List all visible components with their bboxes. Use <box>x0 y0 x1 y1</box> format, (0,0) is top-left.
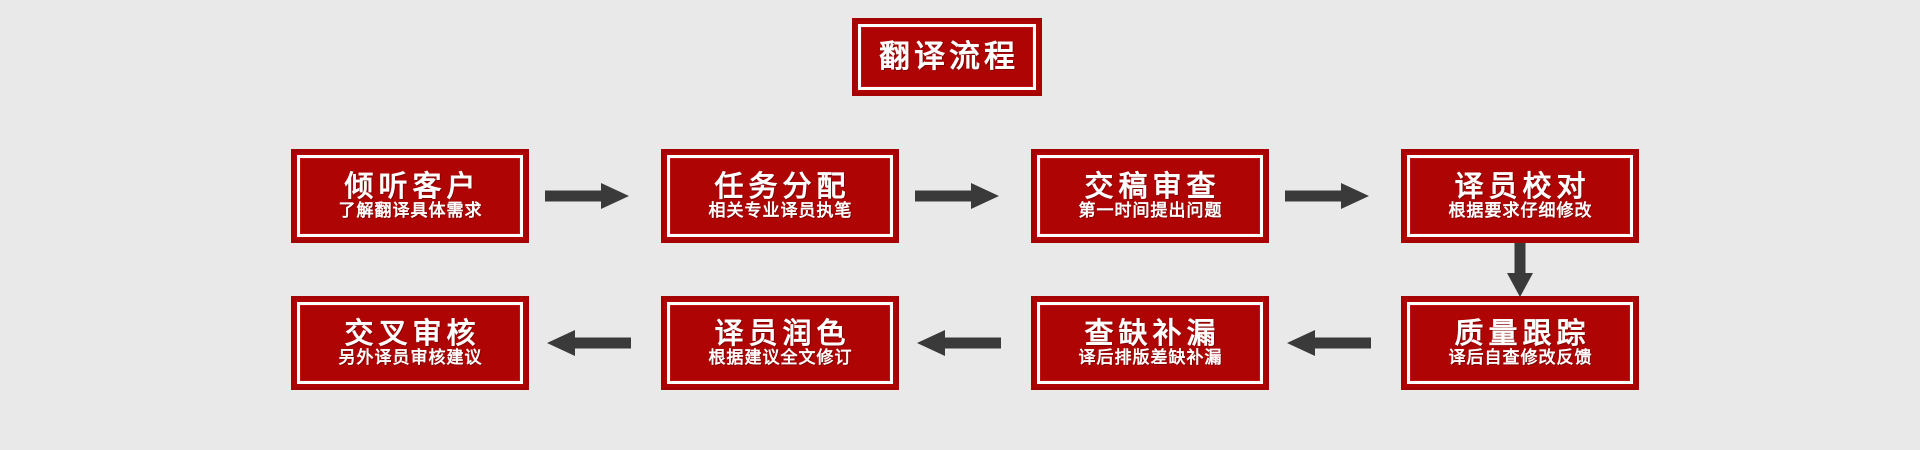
step-3-subtitle: 第一时间提出问题 <box>1078 201 1223 222</box>
flowchart-title-box: 翻译流程 <box>852 18 1042 96</box>
arrow-right-icon-step1-to-step2 <box>545 183 629 209</box>
flowchart-title: 翻译流程 <box>879 38 1019 75</box>
step-2-title: 任务分配 <box>714 168 851 203</box>
step-box-3-submission-review: 交稿审查 第一时间提出问题 <box>1031 149 1269 243</box>
step-box-4-translator-proofreading: 译员校对 根据要求仔细修改 <box>1401 149 1639 243</box>
step-8-subtitle: 另外译员审核建议 <box>338 348 483 369</box>
step-8-title: 交叉审核 <box>344 315 481 350</box>
step-3-inner: 交稿审查 第一时间提出问题 <box>1037 155 1263 237</box>
step-4-inner: 译员校对 根据要求仔细修改 <box>1407 155 1633 237</box>
title-box-inner: 翻译流程 <box>858 24 1036 90</box>
step-7-subtitle: 根据建议全文修订 <box>708 348 853 369</box>
step-8-inner: 交叉审核 另外译员审核建议 <box>297 302 523 384</box>
step-box-2-task-assignment: 任务分配 相关专业译员执笔 <box>661 149 899 243</box>
step-1-subtitle: 了解翻译具体需求 <box>338 201 483 222</box>
step-box-1-listen-to-client: 倾听客户 了解翻译具体需求 <box>291 149 529 243</box>
arrow-left-icon-step5-to-step6 <box>1287 330 1371 356</box>
step-7-inner: 译员润色 根据建议全文修订 <box>667 302 893 384</box>
step-box-7-translator-polishing: 译员润色 根据建议全文修订 <box>661 296 899 390</box>
arrow-right-icon-step2-to-step3 <box>915 183 999 209</box>
arrow-right-icon-step3-to-step4 <box>1285 183 1369 209</box>
arrow-down-icon-step4-to-step5 <box>1507 243 1533 297</box>
step-3-title: 交稿审查 <box>1084 168 1221 203</box>
step-box-6-gap-filling: 查缺补漏 译后排版差缺补漏 <box>1031 296 1269 390</box>
step-4-subtitle: 根据要求仔细修改 <box>1448 201 1593 222</box>
step-1-title: 倾听客户 <box>344 168 481 203</box>
step-5-title: 质量跟踪 <box>1454 315 1591 350</box>
arrow-left-icon-step7-to-step8 <box>547 330 631 356</box>
arrow-left-icon-step6-to-step7 <box>917 330 1001 356</box>
step-6-title: 查缺补漏 <box>1084 315 1221 350</box>
step-1-inner: 倾听客户 了解翻译具体需求 <box>297 155 523 237</box>
step-4-title: 译员校对 <box>1454 168 1591 203</box>
step-5-subtitle: 译后自查修改反馈 <box>1448 348 1593 369</box>
step-6-subtitle: 译后排版差缺补漏 <box>1078 348 1223 369</box>
step-box-8-cross-review: 交叉审核 另外译员审核建议 <box>291 296 529 390</box>
step-2-inner: 任务分配 相关专业译员执笔 <box>667 155 893 237</box>
step-5-inner: 质量跟踪 译后自查修改反馈 <box>1407 302 1633 384</box>
step-box-5-quality-tracking: 质量跟踪 译后自查修改反馈 <box>1401 296 1639 390</box>
step-2-subtitle: 相关专业译员执笔 <box>708 201 853 222</box>
step-7-title: 译员润色 <box>714 315 851 350</box>
step-6-inner: 查缺补漏 译后排版差缺补漏 <box>1037 302 1263 384</box>
